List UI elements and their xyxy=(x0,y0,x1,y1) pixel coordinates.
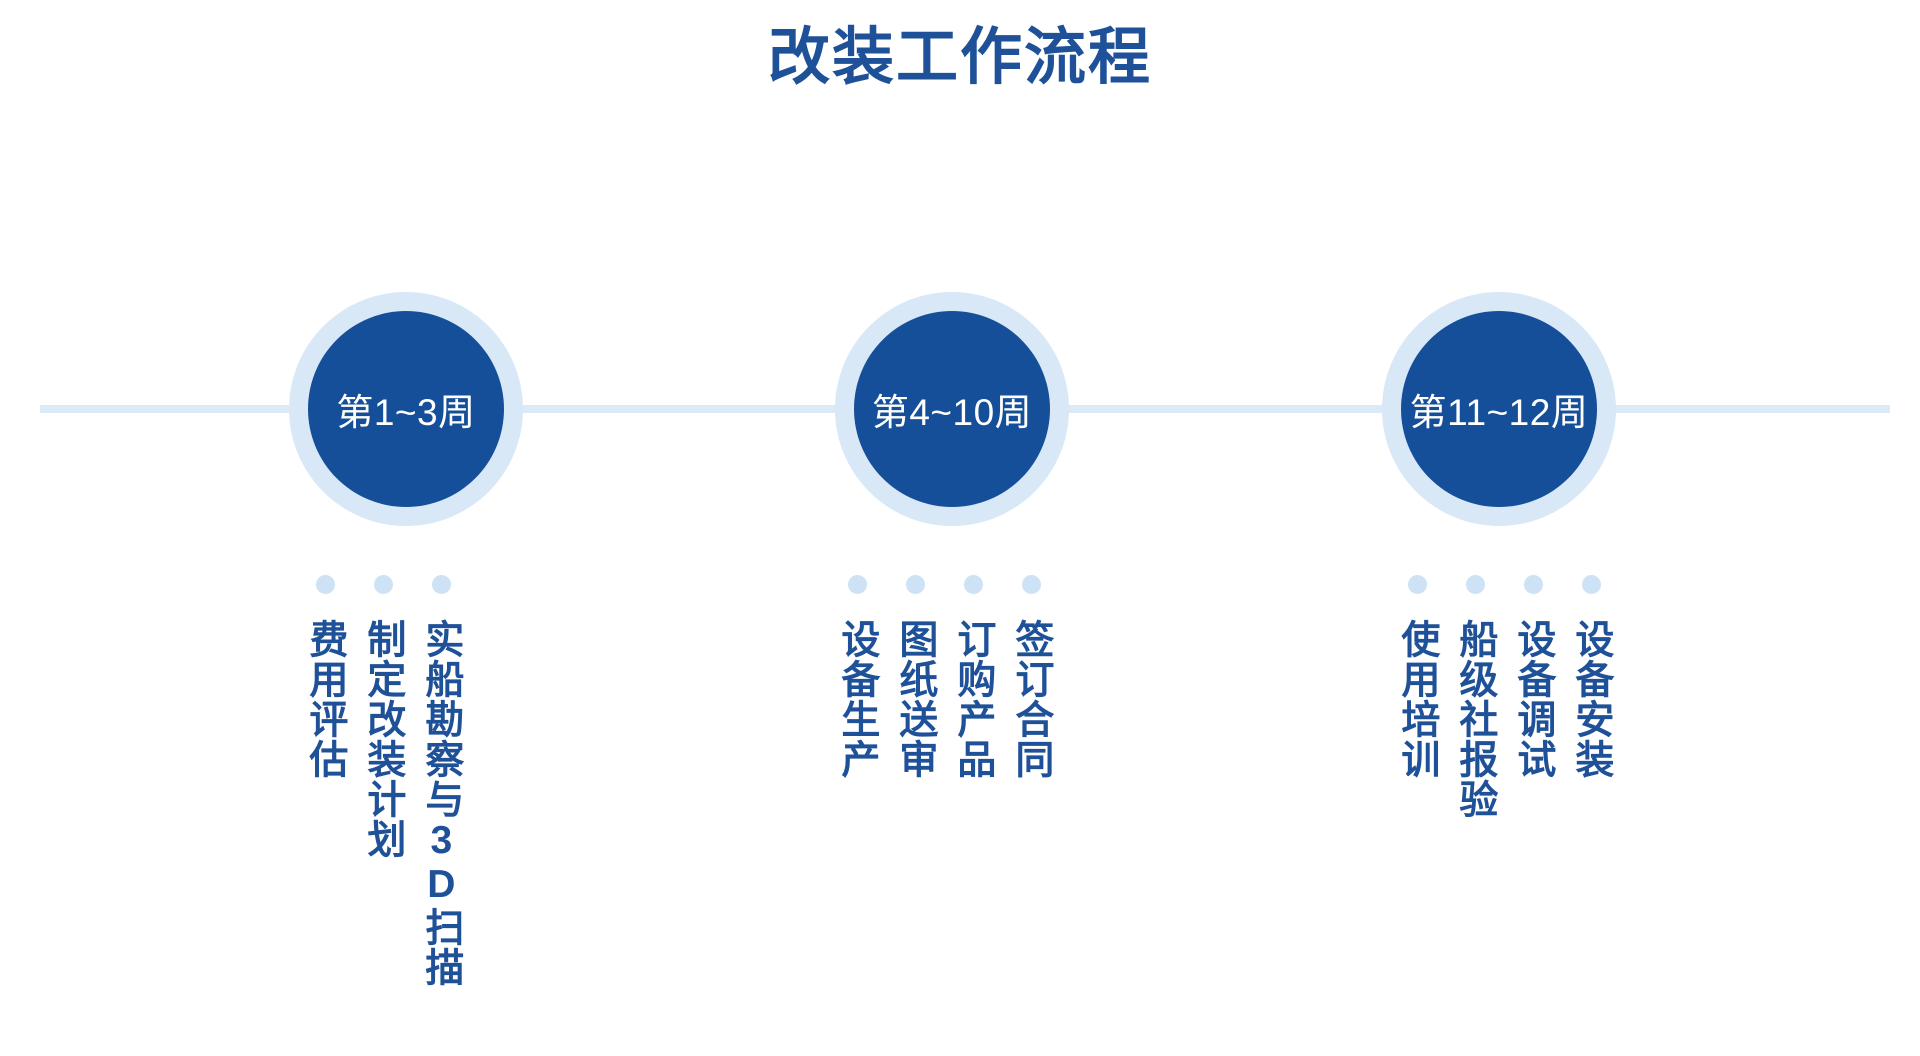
bullet-dot-icon xyxy=(963,575,983,594)
step-item[interactable]: 制定改装计划 xyxy=(354,575,412,859)
step-item[interactable]: 费用评估 xyxy=(296,575,354,779)
step-label: 设备安装 xyxy=(1569,619,1613,779)
bullet-dot-icon xyxy=(1523,575,1543,594)
step-item[interactable]: 签订合同 xyxy=(1002,575,1060,779)
bullet-dot-icon xyxy=(905,575,925,594)
step-item[interactable]: 使用培训 xyxy=(1388,575,1446,779)
bullet-dot-icon xyxy=(1407,575,1427,594)
milestone-label-1: 第1~3周 xyxy=(336,392,476,433)
step-item[interactable]: 实船勘察与3D扫描 xyxy=(412,575,470,987)
step-label: 签订合同 xyxy=(1009,619,1053,779)
milestone-circle-3[interactable]: 第11~12周 xyxy=(1382,292,1616,526)
milestone-label-3: 第11~12周 xyxy=(1409,392,1589,433)
bullet-dot-icon xyxy=(847,575,867,594)
page-title: 改装工作流程 xyxy=(767,23,1152,92)
step-group-2: 签订合同 订购产品 图纸送审 设备生产 xyxy=(828,575,1060,779)
step-label: 船级社报验 xyxy=(1453,619,1497,819)
bullet-dot-icon xyxy=(1021,575,1041,594)
step-label: 制定改装计划 xyxy=(361,619,405,859)
step-item[interactable]: 设备生产 xyxy=(828,575,886,779)
milestone-circle-2[interactable]: 第4~10周 xyxy=(835,292,1069,526)
bullet-dot-icon xyxy=(315,575,335,594)
bullet-dot-icon xyxy=(1581,575,1601,594)
step-label: 设备调试 xyxy=(1511,619,1555,779)
step-label: 费用评估 xyxy=(303,619,347,779)
step-label: 图纸送审 xyxy=(893,619,937,779)
step-group-1: 实船勘察与3D扫描 制定改装计划 费用评估 xyxy=(296,575,470,987)
milestone-circle-inner-1: 第1~3周 xyxy=(308,311,504,507)
step-item[interactable]: 订购产品 xyxy=(944,575,1002,779)
step-item[interactable]: 船级社报验 xyxy=(1446,575,1504,819)
milestone-circle-1[interactable]: 第1~3周 xyxy=(289,292,523,526)
milestone-label-2: 第4~10周 xyxy=(871,392,1033,433)
step-item[interactable]: 图纸送审 xyxy=(886,575,944,779)
step-item[interactable]: 设备调试 xyxy=(1504,575,1562,779)
milestone-circle-inner-3: 第11~12周 xyxy=(1401,311,1597,507)
milestone-circle-inner-2: 第4~10周 xyxy=(854,311,1050,507)
step-label: 订购产品 xyxy=(951,619,995,779)
step-group-3: 设备安装 设备调试 船级社报验 使用培训 xyxy=(1388,575,1620,819)
bullet-dot-icon xyxy=(373,575,393,594)
step-label: 实船勘察与3D扫描 xyxy=(419,619,463,987)
bullet-dot-icon xyxy=(431,575,451,594)
step-label: 使用培训 xyxy=(1395,619,1439,779)
step-item[interactable]: 设备安装 xyxy=(1562,575,1620,779)
step-label: 设备生产 xyxy=(835,619,879,779)
bullet-dot-icon xyxy=(1465,575,1485,594)
